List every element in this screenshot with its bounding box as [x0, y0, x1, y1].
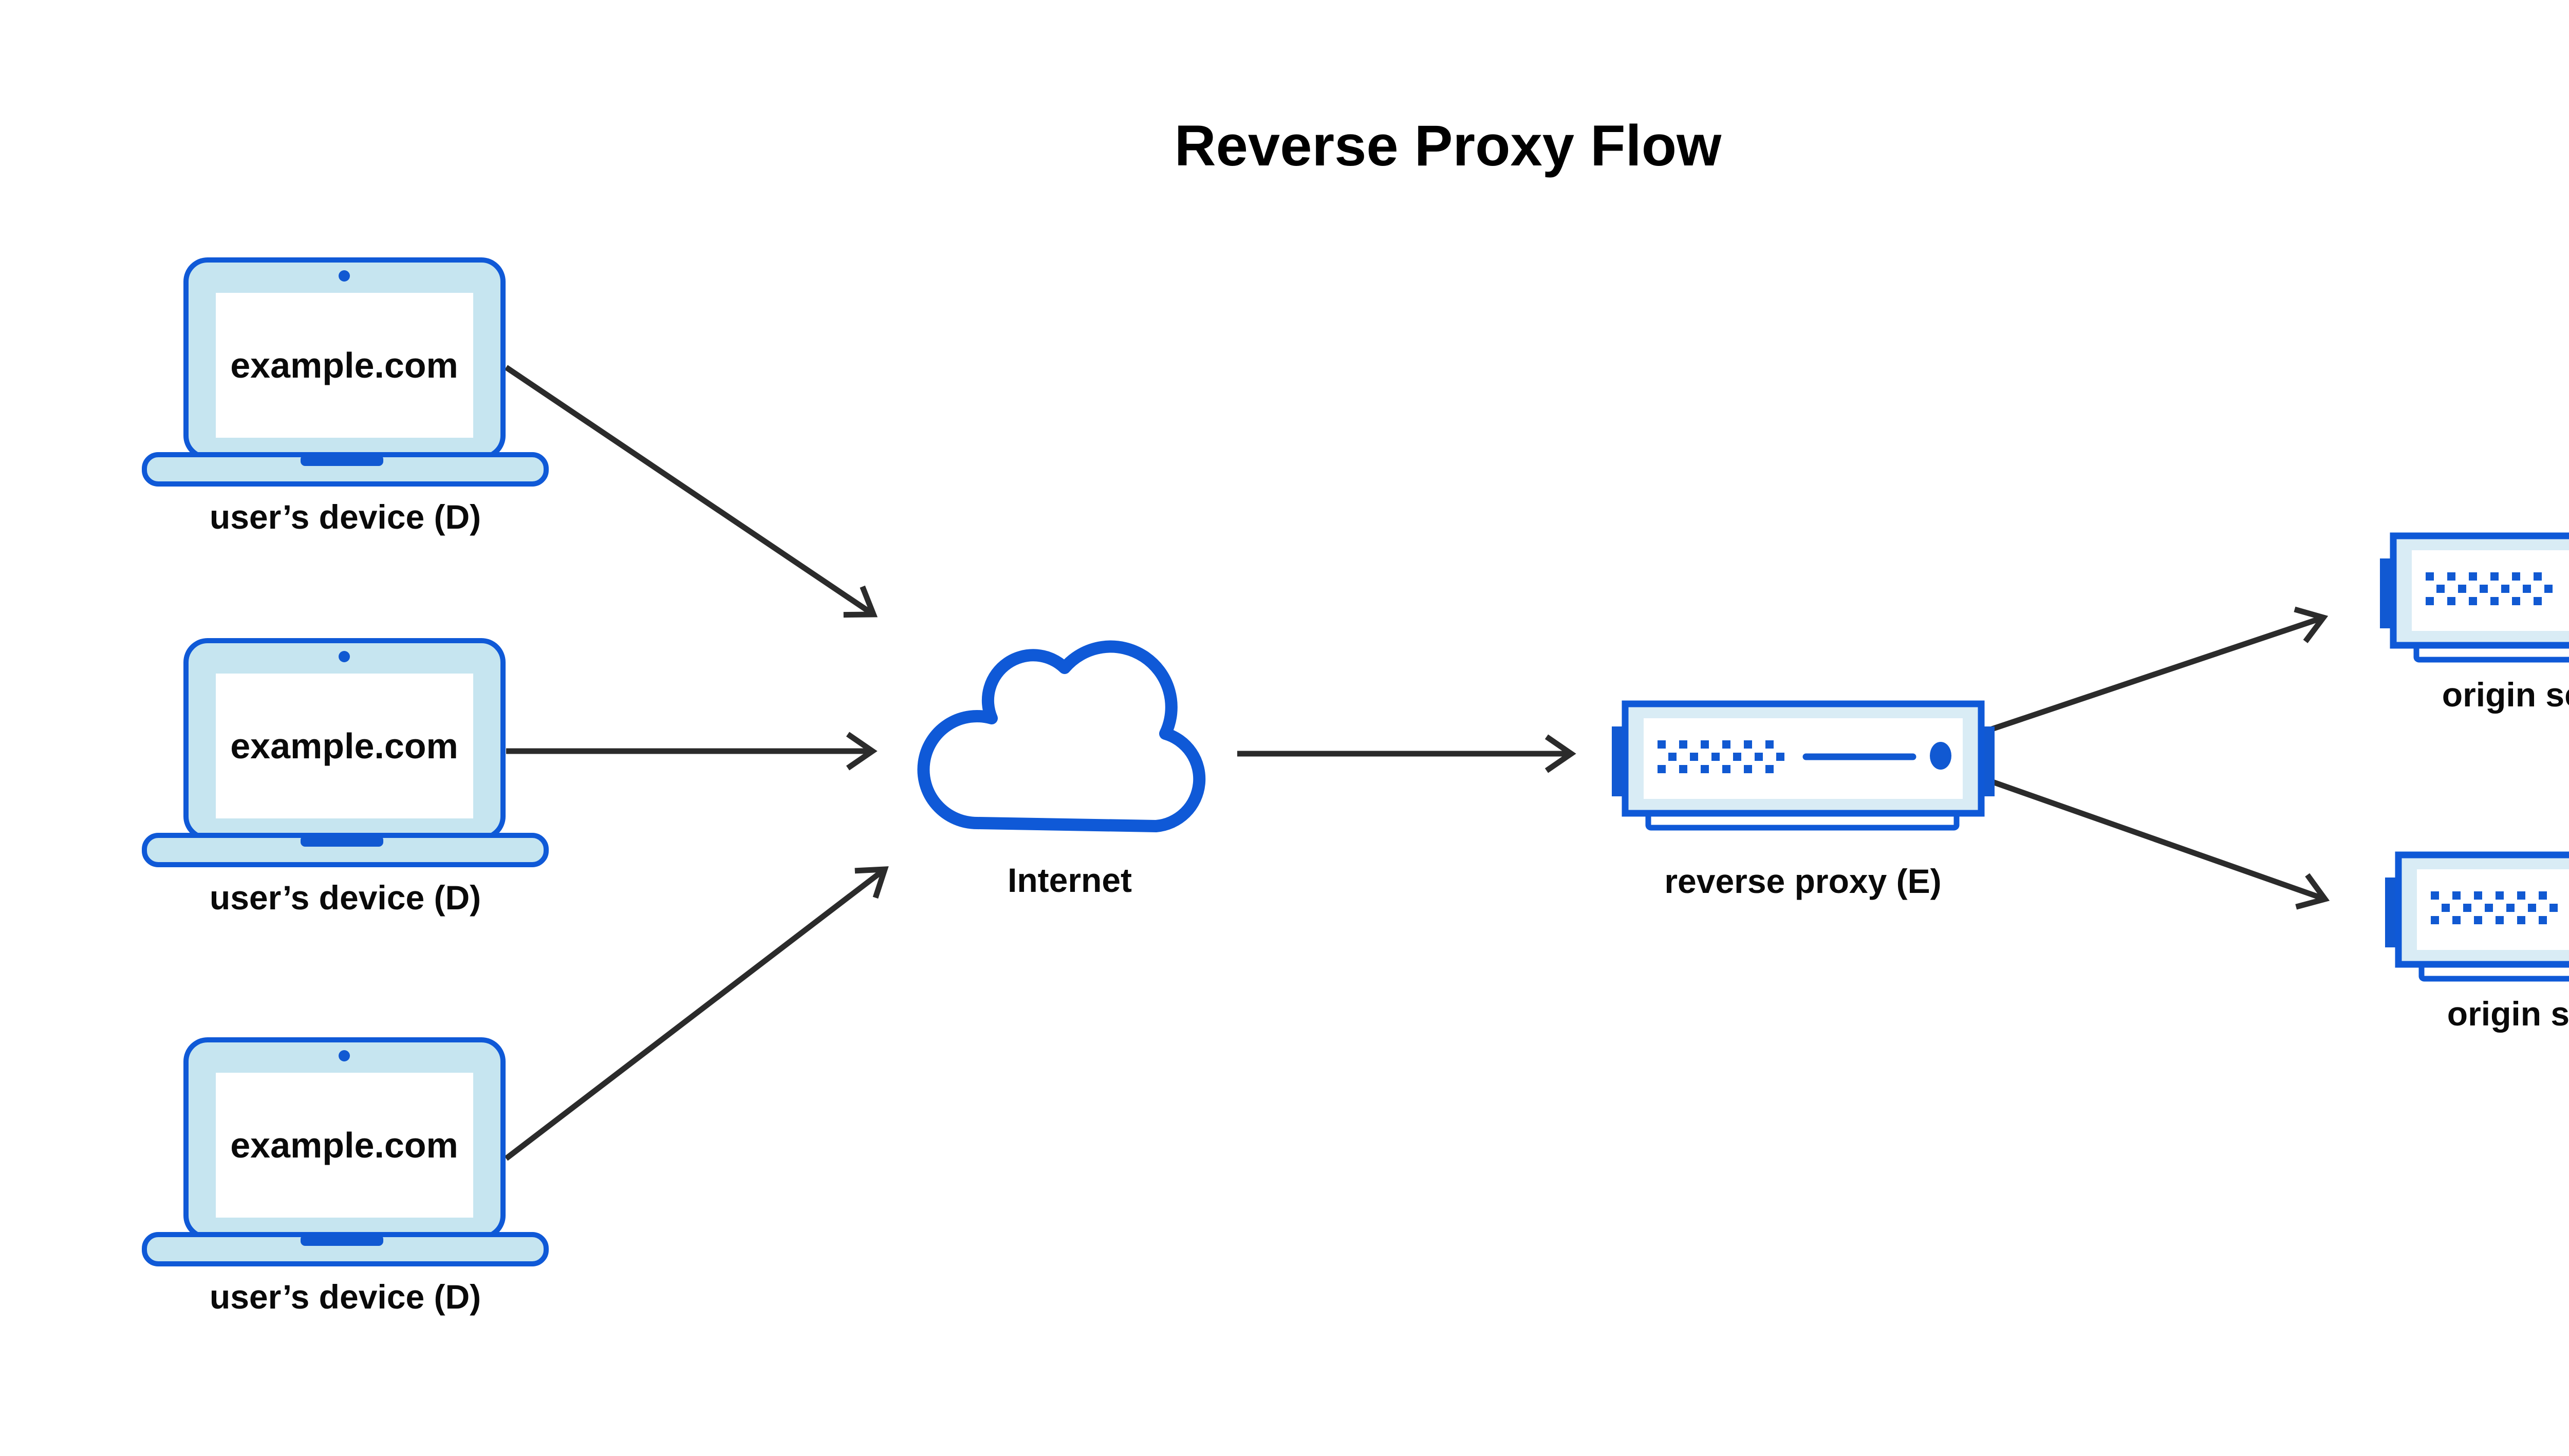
node-user-device-3: example.com user’s device (D) — [144, 1040, 546, 1316]
device1-label: user’s device (D) — [210, 498, 481, 536]
node-internet: Internet — [917, 640, 1206, 899]
arrow-proxy-to-origin1 — [1977, 606, 2329, 737]
cloud-icon — [917, 640, 1206, 832]
arrow-device1-to-internet — [504, 365, 878, 618]
device2-label: user’s device (D) — [210, 879, 481, 917]
device3-label: user’s device (D) — [210, 1278, 481, 1316]
server-icon — [1612, 704, 1995, 828]
device2-screen-text: example.com — [230, 726, 458, 766]
internet-label: Internet — [1008, 861, 1132, 899]
node-user-device-1: example.com user’s device (D) — [144, 260, 546, 536]
reverse-proxy-label: reverse proxy (E) — [1664, 862, 1941, 900]
origin-server-1-label: origin server (F) — [2442, 676, 2569, 714]
device3-screen-text: example.com — [230, 1125, 458, 1165]
node-origin-server-1: origin server (F) — [2380, 536, 2569, 714]
node-origin-server-2: origin server (F) — [2385, 855, 2569, 1033]
arrow-proxy-to-origin2 — [1977, 774, 2330, 910]
node-user-device-2: example.com user’s device (D) — [144, 641, 546, 917]
node-reverse-proxy: reverse proxy (E) — [1612, 704, 1995, 900]
server-icon — [2380, 536, 2569, 660]
flow-arrows — [504, 365, 2330, 1161]
origin-server-2-label: origin server (F) — [2447, 995, 2569, 1033]
page-title: Reverse Proxy Flow — [1175, 114, 1722, 178]
arrow-device3-to-internet — [504, 866, 889, 1161]
server-icon — [2385, 855, 2569, 979]
device1-screen-text: example.com — [230, 345, 458, 385]
